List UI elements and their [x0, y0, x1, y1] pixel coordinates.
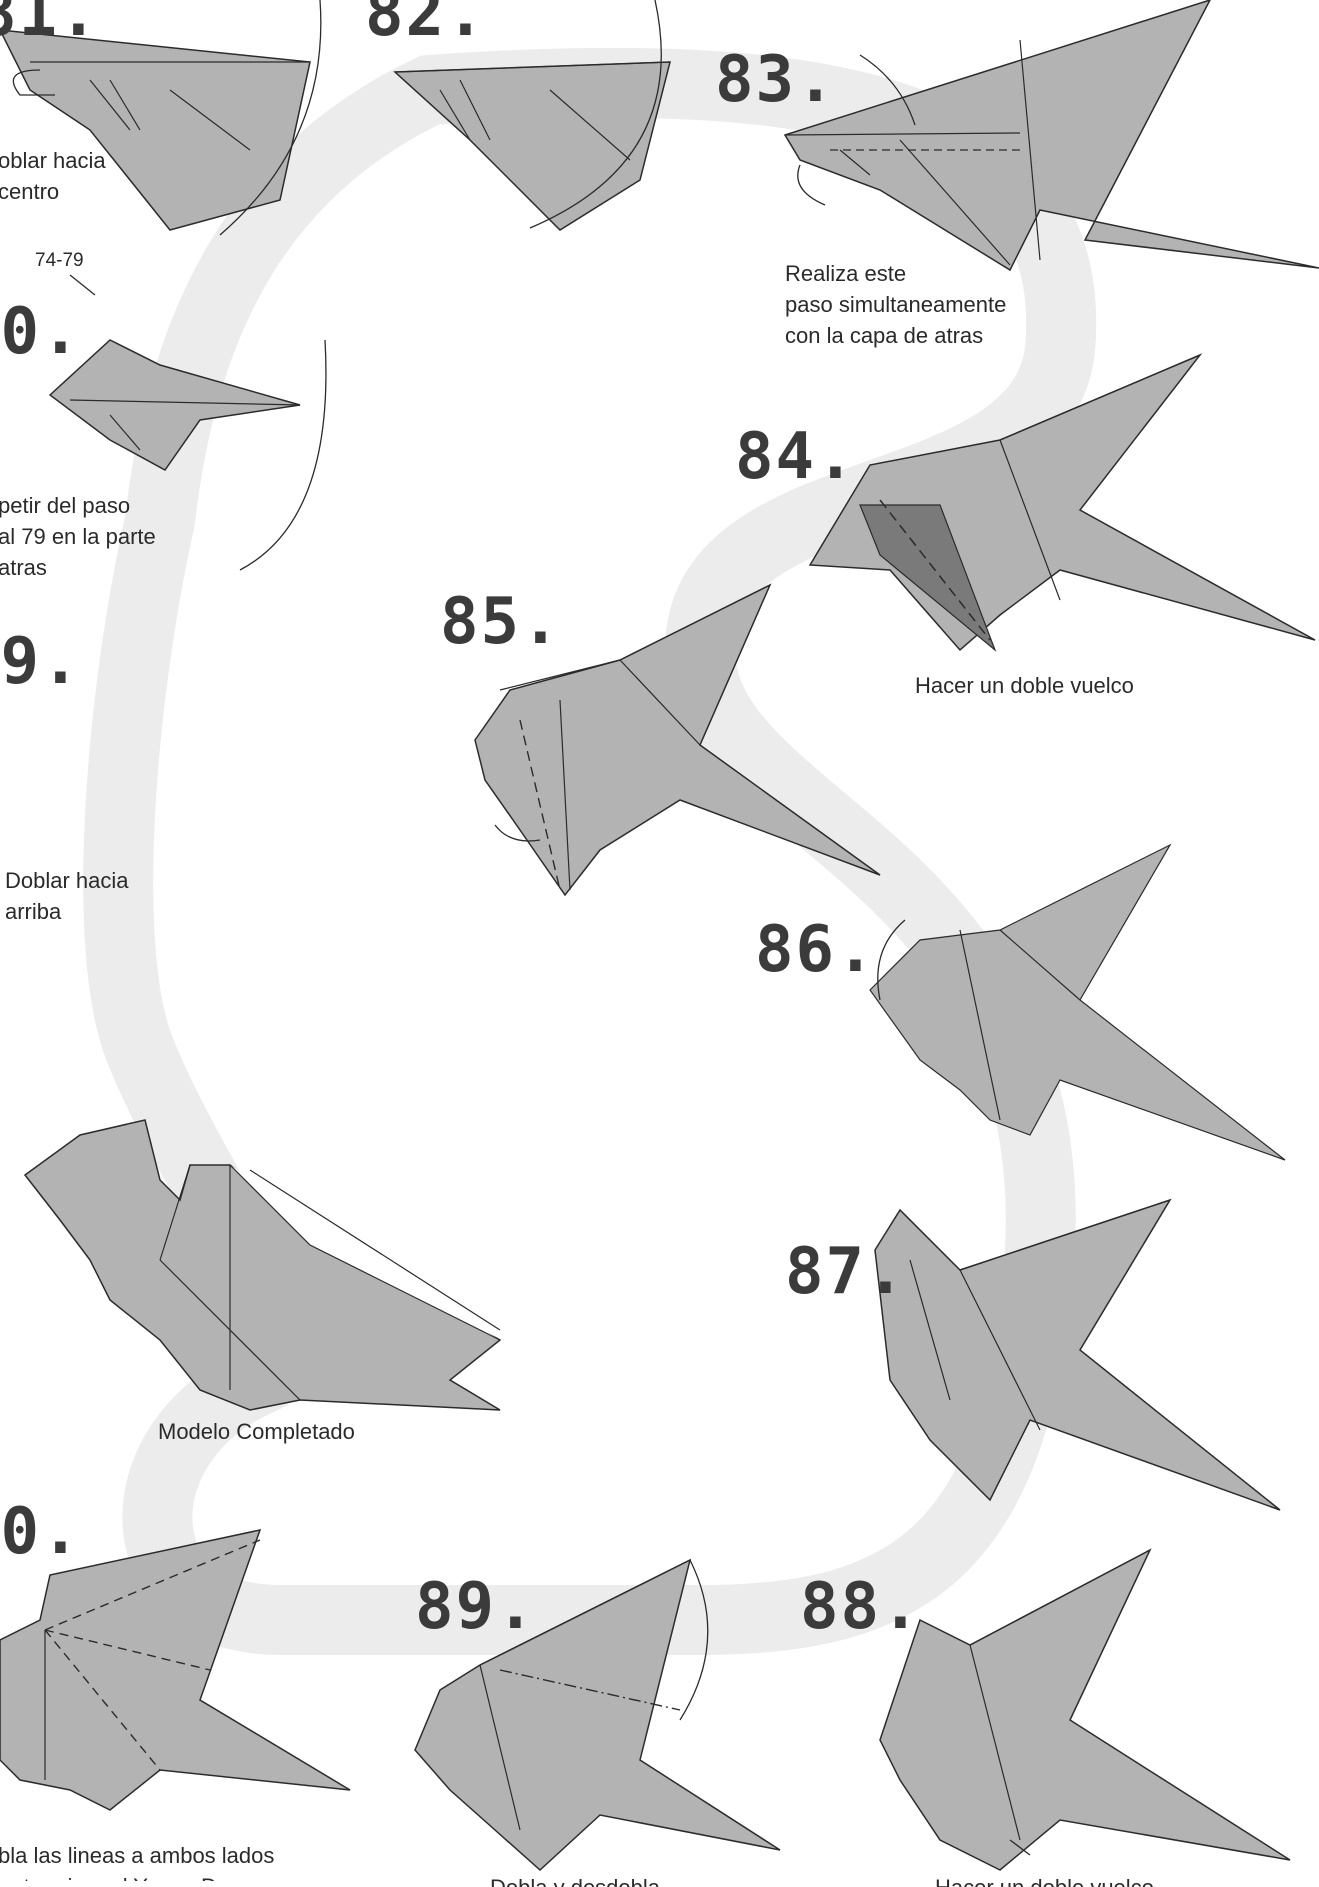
- caption-80b: bla las lineas a ambos lados ra terminar…: [0, 1840, 274, 1881]
- caption-80b-line-2: ra terminar el Young Dragon: [0, 1871, 274, 1881]
- caption-80a-line-1: petir del paso: [0, 490, 156, 521]
- caption-81-line-1: oblar hacia: [0, 145, 106, 176]
- caption-84-line-1: Hacer un doble vuelco: [915, 670, 1134, 701]
- step-80b-figure: [0, 1530, 350, 1810]
- caption-88: Hacer un doble vuelco: [935, 1872, 1154, 1887]
- caption-88-line-1: Hacer un doble vuelco: [935, 1872, 1154, 1887]
- caption-83-line-3: con la capa de atras: [785, 320, 1006, 351]
- caption-83: Realiza este paso simultaneamente con la…: [785, 258, 1006, 351]
- step-number-85: 85.: [440, 590, 562, 654]
- caption-79-line-2: arriba: [5, 896, 129, 927]
- caption-80a-line-2: al 79 en la parte: [0, 521, 156, 552]
- step-number-84: 84.: [735, 425, 857, 489]
- step-number-81: 81.: [0, 0, 100, 46]
- caption-89-line-1: Dobla y desdobla: [490, 1872, 660, 1887]
- completed-label: Modelo Completado: [158, 1416, 355, 1447]
- caption-80a-line-3: atras: [0, 552, 156, 583]
- step-number-88: 88.: [800, 1575, 922, 1639]
- caption-79: Doblar hacia arriba: [5, 865, 129, 927]
- step-number-89: 89.: [415, 1575, 537, 1639]
- step-number-87: 87.: [785, 1240, 907, 1304]
- step-87-figure: [875, 1200, 1280, 1510]
- step-number-80b: 80.: [0, 1500, 82, 1564]
- step-number-83: 83.: [715, 48, 837, 112]
- caption-89: Dobla y desdobla: [490, 1872, 660, 1887]
- step-number-80a: 80.: [0, 300, 82, 364]
- caption-81: oblar hacia centro: [0, 145, 106, 207]
- step-88-figure: [880, 1550, 1290, 1870]
- caption-84: Hacer un doble vuelco: [915, 670, 1134, 701]
- completed-model-figure: [25, 1120, 500, 1410]
- step-number-82: 82.: [365, 0, 487, 46]
- caption-83-line-2: paso simultaneamente: [785, 289, 1006, 320]
- caption-79-line-1: Doblar hacia: [5, 865, 129, 896]
- caption-83-line-1: Realiza este: [785, 258, 1006, 289]
- caption-80a: petir del paso al 79 en la parte atras: [0, 490, 156, 583]
- caption-80b-line-1: bla las lineas a ambos lados: [0, 1840, 274, 1871]
- step-reference: 74-79: [35, 245, 84, 276]
- step-number-79: 79.: [0, 630, 82, 694]
- step-number-86: 86.: [755, 918, 877, 982]
- caption-81-line-2: centro: [0, 176, 106, 207]
